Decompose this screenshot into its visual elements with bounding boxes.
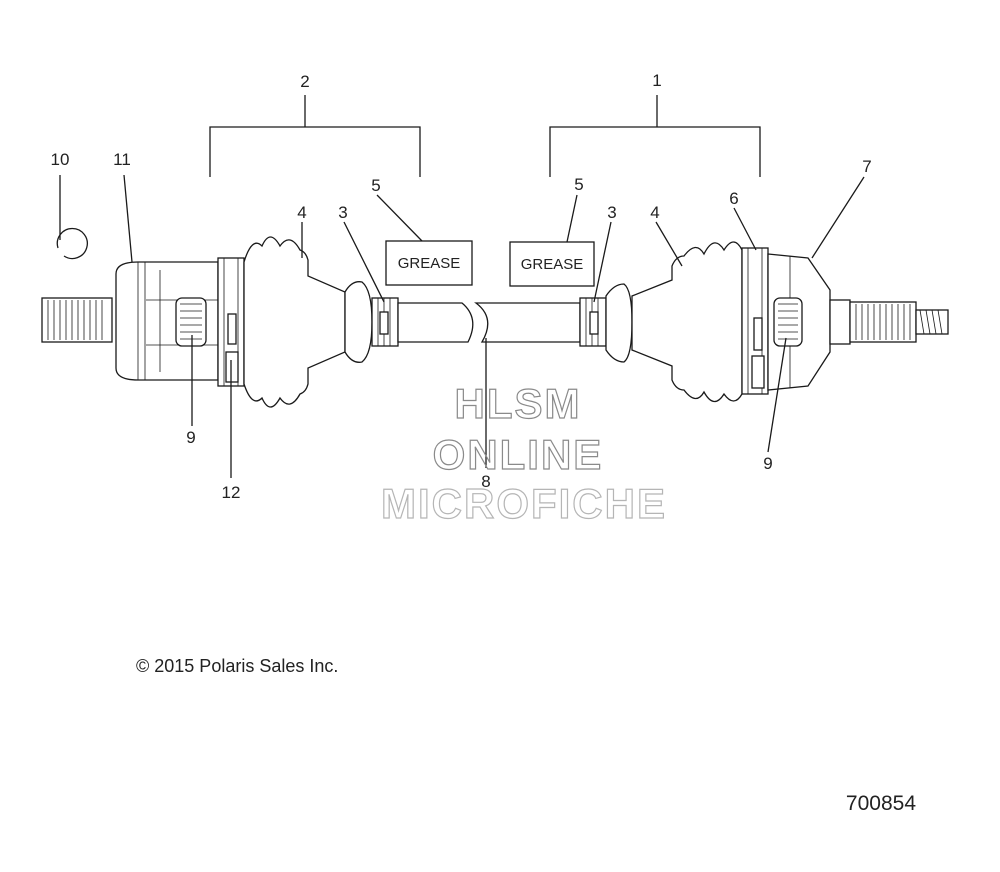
callout-5-right: 5 (574, 175, 583, 194)
left-seal-clamp (371, 297, 399, 347)
right-cv-boot (631, 241, 743, 403)
callout-2: 2 (300, 72, 309, 91)
diagram-part-number: 700854 (846, 792, 916, 815)
right-boot-collar (605, 283, 633, 363)
left-cv-boot (243, 236, 346, 408)
half-shaft (397, 302, 581, 343)
callout-3-left: 3 (338, 203, 347, 222)
leader-lines (59, 174, 865, 478)
bracket-assembly-1 (549, 95, 761, 177)
bracket-assembly-2 (209, 95, 421, 177)
callout-3-right: 3 (607, 203, 616, 222)
grease-label-left: GREASE (398, 255, 461, 272)
callouts: 2 1 10 11 4 3 5 5 3 4 6 7 8 9 9 12 (51, 71, 872, 502)
copyright-text: © 2015 Polaris Sales Inc. (136, 656, 338, 676)
callout-1: 1 (652, 71, 661, 90)
watermark-line-2: ONLINE (433, 431, 604, 478)
inner-cv-housing (115, 261, 219, 381)
callout-4-right: 4 (650, 203, 659, 222)
right-boot-clamp (741, 247, 769, 395)
watermark: HLSM ONLINE MICROFICHE (380, 379, 667, 527)
watermark-line-1: HLSM (455, 380, 582, 427)
callout-7: 7 (862, 157, 871, 176)
callout-6: 6 (729, 189, 738, 208)
callout-11: 11 (113, 150, 131, 169)
watermark-line-3: MICROFICHE (381, 480, 667, 527)
circlip (56, 227, 88, 260)
left-boot-collar (344, 281, 373, 363)
grease-box-right: GREASE (509, 241, 595, 287)
right-spline-stub (829, 299, 949, 345)
callout-9-left: 9 (186, 428, 195, 447)
callout-10: 10 (51, 150, 70, 169)
callout-5-left: 5 (371, 176, 380, 195)
right-seal-clamp (579, 297, 607, 347)
left-spline-stub (41, 297, 113, 343)
callout-4-left: 4 (297, 203, 306, 222)
outer-cv-housing (767, 253, 831, 391)
callout-8: 8 (481, 472, 490, 491)
callout-9-right: 9 (763, 454, 772, 473)
callout-12: 12 (222, 483, 241, 502)
grease-box-left: GREASE (385, 240, 473, 286)
left-boot-clamp (217, 257, 245, 387)
grease-label-right: GREASE (521, 256, 584, 273)
